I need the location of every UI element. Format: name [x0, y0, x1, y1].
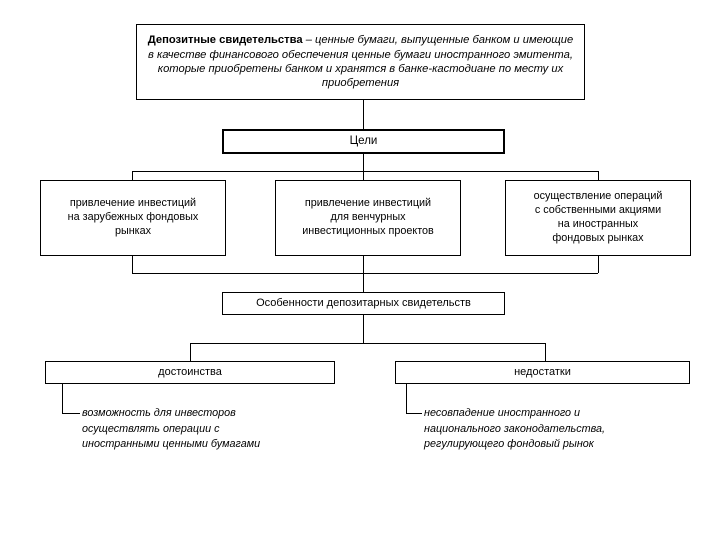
connector-features-stem: [363, 273, 364, 292]
connector-goals-drop-2: [363, 171, 364, 180]
connector-pros-elbow-vertical: [62, 384, 63, 413]
goals-header-label: Цели: [349, 135, 378, 148]
connector-goals-drop-3: [598, 171, 599, 180]
connector-goals-drop-1: [132, 171, 133, 180]
goal-box-1: привлечение инвестиций на зарубежных фон…: [40, 180, 226, 256]
connector-pros-elbow-horizontal: [62, 413, 80, 414]
goal-box-2: привлечение инвестиций для венчурных инв…: [275, 180, 461, 256]
definition-text: Депозитные свидетельства – ценные бумаги…: [144, 33, 577, 90]
connector-cons-elbow-horizontal: [406, 413, 422, 414]
connector-goal2-riser: [363, 256, 364, 273]
pros-header-box: достоинства: [45, 361, 335, 384]
goal-box-3: осуществление операций с собственными ак…: [505, 180, 691, 256]
connector-prosCons-bus: [190, 343, 545, 344]
cons-header-box: недостатки: [395, 361, 690, 384]
connector-features-bus: [132, 273, 598, 274]
definition-term: Депозитные свидетельства: [147, 34, 303, 47]
goal-label-2: привлечение инвестиций для венчурных инв…: [302, 197, 434, 237]
connector-goal3-riser: [598, 256, 599, 273]
connector-goals-stem: [363, 154, 364, 171]
features-header-label: Особенности депозитарных свидетельств: [256, 297, 471, 310]
cons-header-label: недостатки: [514, 366, 571, 379]
connector-goal1-riser: [132, 256, 133, 273]
goal-label-1: привлечение инвестиций на зарубежных фон…: [67, 197, 199, 237]
connector-cons-drop: [545, 343, 546, 361]
connector-features-drop: [363, 315, 364, 343]
goals-header-box: Цели: [222, 129, 505, 154]
connector-goals-bus: [132, 171, 598, 172]
connector-pros-drop: [190, 343, 191, 361]
cons-item-1: несовпадение иностранного и национальног…: [424, 407, 606, 451]
connector-cons-elbow-vertical: [406, 384, 407, 413]
features-header-box: Особенности депозитарных свидетельств: [222, 292, 505, 315]
goal-label-3: осуществление операций с собственными ак…: [533, 190, 663, 244]
pros-item-1: возможность для инвесторов осуществлять …: [82, 407, 261, 451]
definition-box: Депозитные свидетельства – ценные бумаги…: [136, 24, 585, 100]
definition-body: – ценные бумаги, выпущенные банком и име…: [148, 34, 574, 90]
connector-definition-to-goals: [363, 100, 364, 129]
pros-header-label: достоинства: [158, 366, 222, 379]
